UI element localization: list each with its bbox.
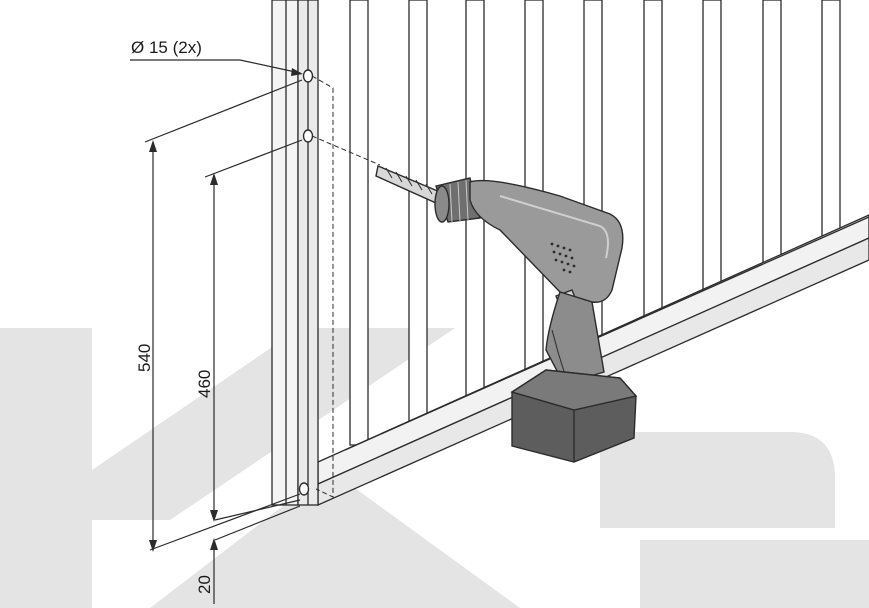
bottom-hole	[298, 482, 310, 496]
hole-diameter-label: Ø 15 (2x)	[131, 38, 202, 57]
bracket-outline	[311, 75, 381, 498]
dimension-460-label: 460	[195, 370, 214, 398]
callout-arrowhead	[291, 68, 303, 76]
dimension-arrows	[149, 140, 218, 552]
dimension-20-label: 20	[195, 575, 214, 594]
hole-callout-leader	[130, 59, 301, 74]
dimension-540-label: 540	[135, 344, 154, 372]
lower-hole	[302, 129, 314, 143]
gate-post	[271, 0, 319, 506]
kd-watermark-logo	[0, 328, 869, 608]
upper-hole	[302, 69, 314, 83]
dimension-lines	[144, 79, 303, 604]
vent-grille	[550, 242, 576, 274]
cordless-drill-icon	[375, 165, 638, 463]
